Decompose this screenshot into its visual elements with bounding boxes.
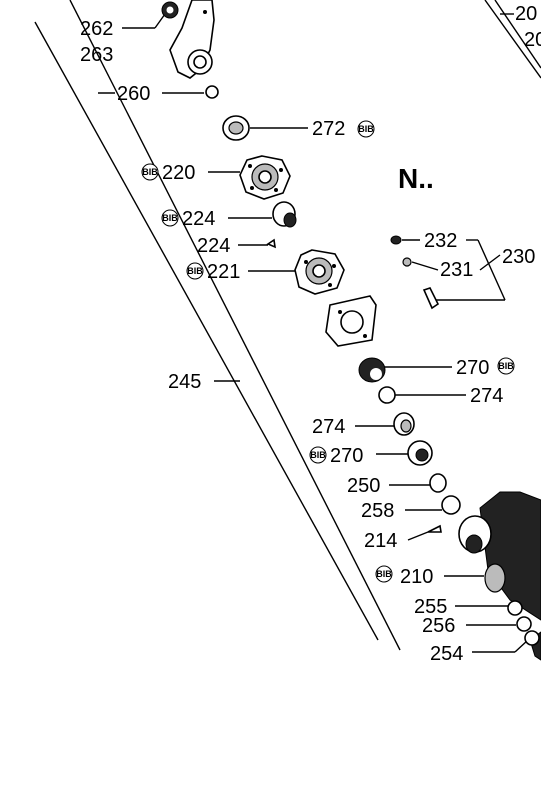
label-270-lower: 270	[330, 445, 363, 467]
part-214-clip	[427, 524, 442, 533]
label-214: 214	[364, 530, 397, 552]
label-245: 245	[168, 371, 201, 393]
part-bracket-plate	[325, 295, 377, 347]
section-mark: N..	[398, 163, 434, 194]
label-cut-2: 20	[524, 29, 541, 51]
label-232: 232	[424, 230, 457, 252]
leader-lines	[98, 13, 529, 653]
part-232-231-fasteners	[390, 235, 440, 310]
label-272: 272	[312, 118, 345, 140]
grease-symbols: BIB BIB BIB BIB BIB BIB BIB	[141, 120, 515, 583]
label-258: 258	[361, 500, 394, 522]
part-270-seal-lower	[407, 440, 433, 466]
svg-text:BIB: BIB	[310, 450, 326, 460]
svg-text:BIB: BIB	[142, 167, 158, 177]
part-272-bushing	[222, 115, 250, 141]
label-220: 220	[162, 162, 195, 184]
frame-lines	[34, 0, 541, 651]
part-274-ring-upper	[378, 386, 396, 404]
part-221-flange	[294, 249, 345, 295]
grease-icon: BIB	[497, 357, 515, 375]
label-250: 250	[347, 475, 380, 497]
svg-text:BIB: BIB	[376, 569, 392, 579]
label-210: 210	[400, 566, 433, 588]
grease-icon: BIB	[375, 565, 393, 583]
label-221: 221	[207, 261, 240, 283]
label-263: 263	[80, 44, 113, 66]
label-224-cap: 224	[182, 208, 215, 230]
part-250-washer	[429, 473, 447, 493]
grease-icon: BIB	[357, 120, 375, 138]
svg-text:BIB: BIB	[358, 124, 374, 134]
label-274-lower: 274	[312, 416, 345, 438]
grease-icon: BIB	[161, 209, 179, 227]
label-254: 254	[430, 643, 463, 665]
grease-icon: BIB	[186, 262, 204, 280]
label-255: 255	[414, 596, 447, 618]
label-260: 260	[117, 83, 150, 105]
part-270-seal-upper	[358, 357, 386, 383]
label-224-pin: 224	[197, 235, 230, 257]
svg-text:BIB: BIB	[498, 361, 514, 371]
label-274-upper: 274	[470, 385, 503, 407]
part-224-cap	[266, 201, 297, 249]
label-262: 262	[80, 18, 113, 40]
label-256: 256	[422, 615, 455, 637]
part-255-ball	[507, 600, 523, 616]
label-cut-1: 20	[515, 3, 537, 25]
grease-icon: BIB	[141, 163, 159, 181]
svg-text:BIB: BIB	[162, 213, 178, 223]
grease-icon: BIB	[309, 446, 327, 464]
label-230: 230	[502, 246, 535, 268]
part-256-ball	[516, 616, 532, 632]
part-262-lever	[161, 0, 215, 79]
part-220-flange	[239, 155, 291, 200]
svg-text:BIB: BIB	[187, 266, 203, 276]
label-231: 231	[440, 259, 473, 281]
part-254-ball	[524, 630, 540, 646]
part-258-ring	[441, 495, 461, 515]
part-274-ring-lower	[393, 412, 415, 436]
label-270-upper: 270	[456, 357, 489, 379]
part-260-ring	[205, 85, 219, 99]
